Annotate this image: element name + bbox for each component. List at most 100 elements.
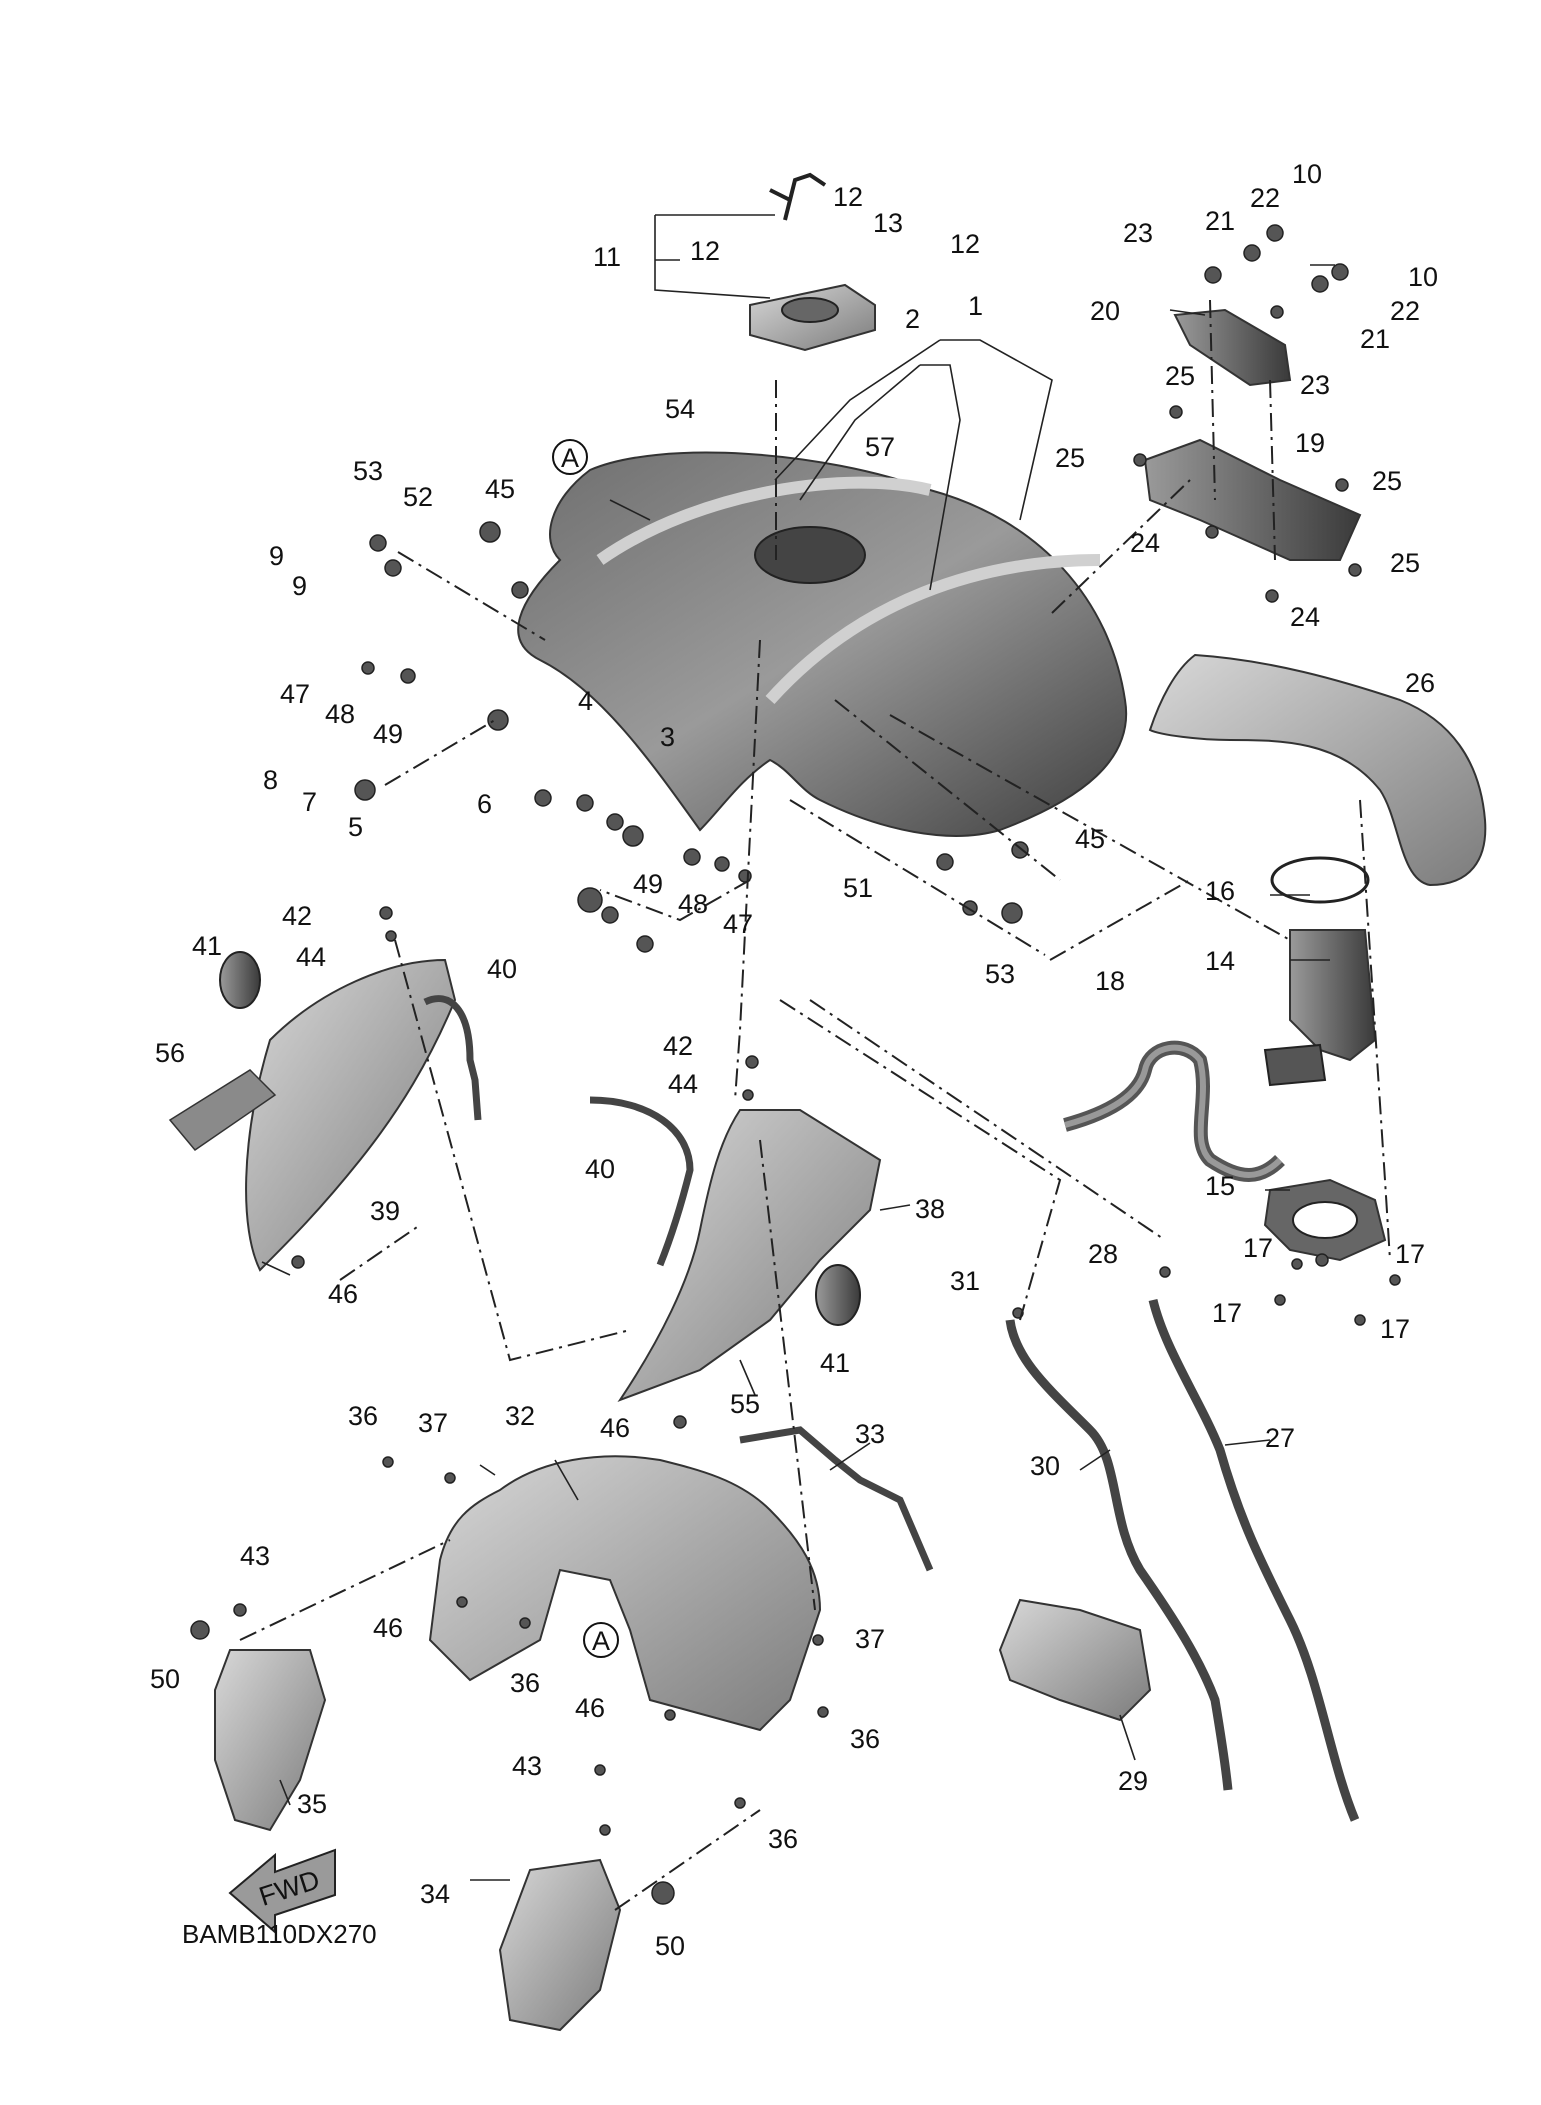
heat-protector [998, 1598, 1152, 1722]
callout-17b: 17 [1212, 1298, 1242, 1328]
breather-hose-30 [1005, 1319, 1233, 1791]
svg-text:A: A [592, 1626, 610, 1656]
decal-56 [168, 1069, 277, 1152]
callout-44a: 44 [296, 942, 326, 972]
callout-1: 1 [968, 291, 983, 321]
callout-12c: 12 [950, 229, 980, 259]
side-panel [1148, 653, 1487, 887]
callout-31: 31 [950, 1266, 980, 1296]
callout-56: 56 [155, 1038, 185, 1068]
knee-cover [428, 1455, 822, 1732]
callout-13: 13 [873, 208, 903, 238]
callout-25c: 25 [1372, 466, 1402, 496]
callout-26: 26 [1405, 668, 1435, 698]
side-cover-left [245, 958, 457, 1272]
callout-34: 34 [420, 1879, 450, 1909]
callout-47b: 47 [723, 909, 753, 939]
callout-18: 18 [1095, 966, 1125, 996]
callout-36d: 36 [768, 1824, 798, 1854]
callout-51: 51 [843, 873, 873, 903]
ref-marker-a-bottom: A [583, 1622, 619, 1658]
callout-22b: 22 [1390, 296, 1420, 326]
callout-57: 57 [865, 432, 895, 462]
callout-36c: 36 [850, 1724, 880, 1754]
callout-55: 55 [730, 1389, 760, 1419]
fwd-arrow: FWD [228, 1848, 336, 1935]
callout-21b: 21 [1360, 324, 1390, 354]
callout-46b: 46 [600, 1413, 630, 1443]
callout-53b: 53 [985, 959, 1015, 989]
callout-11: 11 [593, 242, 621, 272]
callout-20: 20 [1090, 296, 1120, 326]
trim-cord-40b [589, 1096, 694, 1267]
callout-2: 2 [905, 304, 920, 334]
assembly-lines [239, 299, 1391, 1911]
callout-7: 7 [302, 787, 317, 817]
callout-23b: 23 [1300, 370, 1330, 400]
callout-37b: 37 [855, 1624, 885, 1654]
callout-10b: 10 [1408, 262, 1438, 292]
callout-48a: 48 [325, 699, 355, 729]
callout-9b: 9 [292, 571, 307, 601]
callout-5: 5 [348, 812, 363, 842]
callout-39: 39 [370, 1196, 400, 1226]
callout-46a: 46 [328, 1279, 358, 1309]
tank-rear-damper [1173, 308, 1292, 387]
callout-36a: 36 [348, 1401, 378, 1431]
callout-41a: 41 [192, 931, 222, 961]
callout-23a: 23 [1123, 218, 1153, 248]
callout-16: 16 [1205, 876, 1235, 906]
callout-50a: 50 [150, 1664, 180, 1694]
callout-43b: 43 [512, 1751, 542, 1781]
callout-38: 38 [915, 1194, 945, 1224]
callout-14: 14 [1205, 946, 1235, 976]
tank-rear-bracket [1143, 438, 1362, 561]
callout-45b: 45 [1075, 824, 1105, 854]
callout-33: 33 [855, 1419, 885, 1449]
callout-46c: 46 [373, 1613, 403, 1643]
callout-6: 6 [477, 789, 492, 819]
parts-layer [168, 172, 1487, 2032]
callout-15: 15 [1205, 1171, 1235, 1201]
callout-30: 30 [1030, 1451, 1060, 1481]
emblem-41b [815, 1264, 861, 1326]
pump-gasket [1270, 856, 1370, 904]
callout-3: 3 [660, 722, 675, 752]
callout-48b: 48 [678, 889, 708, 919]
callout-28: 28 [1088, 1239, 1118, 1269]
fasteners [190, 224, 1401, 1905]
air-duct-35 [214, 1649, 327, 1832]
callout-49a: 49 [373, 719, 403, 749]
callout-36b: 36 [510, 1668, 540, 1698]
callout-49b: 49 [633, 869, 663, 899]
diagram-code: BAMB110DX270 [182, 1919, 377, 1949]
callout-41b: 41 [820, 1348, 850, 1378]
svg-text:A: A [561, 443, 579, 473]
cover-bracket-33 [739, 1426, 934, 1572]
callout-24a: 24 [1130, 528, 1160, 558]
callout-27: 27 [1265, 1423, 1295, 1453]
callout-labels: 1 2 3 4 5 6 7 8 9 9 10 10 11 12 12 12 13… [150, 159, 1438, 1961]
trim-cord-40a [423, 995, 482, 1121]
callout-17c: 17 [1395, 1239, 1425, 1269]
callout-24b: 24 [1290, 602, 1320, 632]
tank-trim-strip [596, 476, 932, 565]
callout-17a: 17 [1243, 1233, 1273, 1263]
callout-53a: 53 [353, 456, 383, 486]
side-cover-right [617, 1109, 882, 1403]
fuel-cap-key [769, 172, 827, 221]
callout-32: 32 [505, 1401, 535, 1431]
callout-35: 35 [297, 1789, 327, 1819]
emblem-41 [219, 951, 261, 1009]
callout-21a: 21 [1205, 206, 1235, 236]
callout-40b: 40 [585, 1154, 615, 1184]
callout-8: 8 [263, 765, 278, 795]
tank-trim-strip-2 [765, 554, 1101, 705]
callout-42b: 42 [663, 1031, 693, 1061]
callout-17d: 17 [1380, 1314, 1410, 1344]
callout-9a: 9 [269, 541, 284, 571]
callout-22a: 22 [1250, 183, 1280, 213]
callout-44b: 44 [668, 1069, 698, 1099]
callout-54: 54 [665, 394, 695, 424]
